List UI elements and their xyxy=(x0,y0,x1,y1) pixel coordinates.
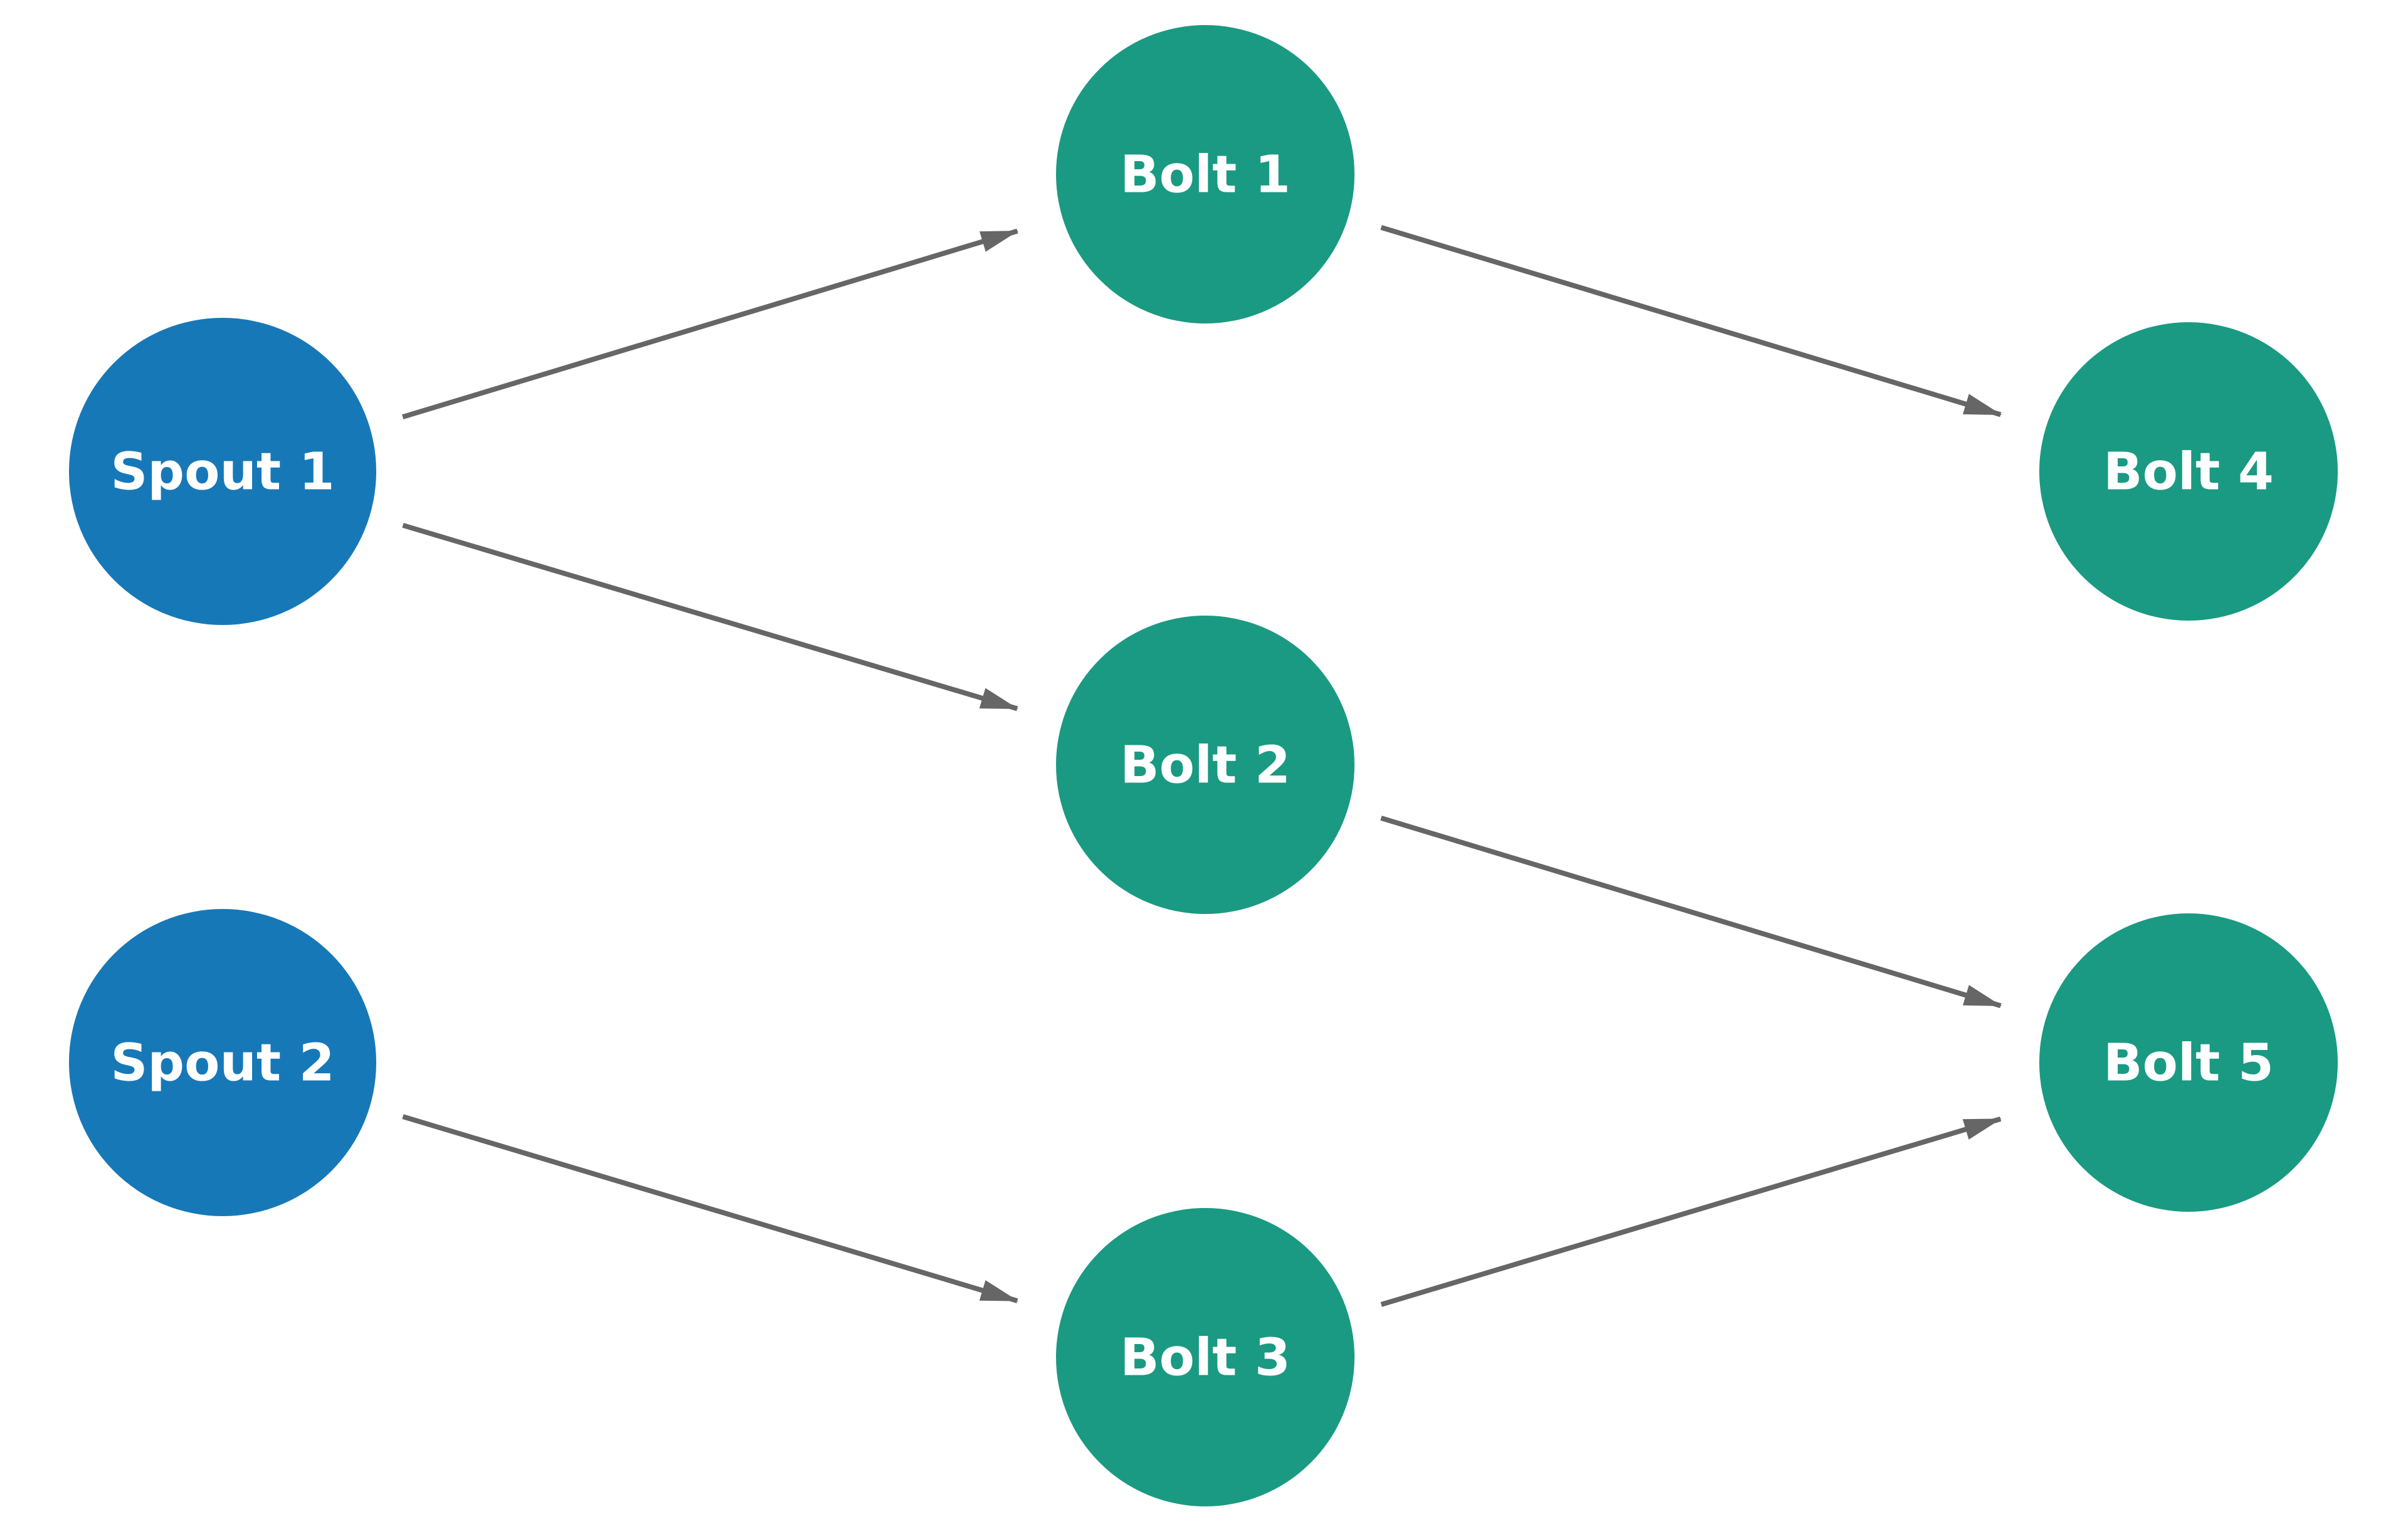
edge-bolt2-to-bolt5 xyxy=(1380,816,2002,1009)
edge-spout2-to-bolt3 xyxy=(402,1114,1019,1303)
spout-circle xyxy=(69,909,376,1216)
node-bolt4: Bolt 4 xyxy=(2039,322,2338,621)
node-label: Bolt 3 xyxy=(1120,1328,1291,1388)
bolt-circle xyxy=(1056,616,1354,914)
node-label: Spout 2 xyxy=(110,1034,334,1093)
node-label: Bolt 4 xyxy=(2103,443,2274,502)
node-label: Bolt 5 xyxy=(2103,1034,2274,1093)
node-bolt3: Bolt 3 xyxy=(1056,1208,1354,1506)
spout-circle xyxy=(69,318,376,625)
edge-spout1-to-bolt2 xyxy=(402,523,1019,712)
node-label: Bolt 2 xyxy=(1120,736,1291,796)
node-label: Spout 1 xyxy=(110,443,334,502)
node-label: Bolt 1 xyxy=(1120,145,1291,205)
bolt-circle xyxy=(2039,913,2338,1212)
node-bolt1: Bolt 1 xyxy=(1056,25,1354,323)
edges-layer xyxy=(402,224,2002,1307)
node-spout1: Spout 1 xyxy=(69,318,376,625)
edge-bolt1-to-bolt4 xyxy=(1380,224,2002,418)
node-spout2: Spout 2 xyxy=(69,909,376,1216)
edge-spout1-to-bolt1 xyxy=(402,228,1019,419)
edge-bolt3-to-bolt5 xyxy=(1380,1116,2002,1307)
node-bolt2: Bolt 2 xyxy=(1056,616,1354,914)
node-bolt5: Bolt 5 xyxy=(2039,913,2338,1212)
bolt-circle xyxy=(1056,1208,1354,1506)
bolt-circle xyxy=(1056,25,1354,323)
bolt-circle xyxy=(2039,322,2338,621)
nodes-layer: Spout 1 Spout 2 Bolt 1 Bolt 2 Bolt 3 Bolt 4 Bo… xyxy=(69,25,2338,1506)
